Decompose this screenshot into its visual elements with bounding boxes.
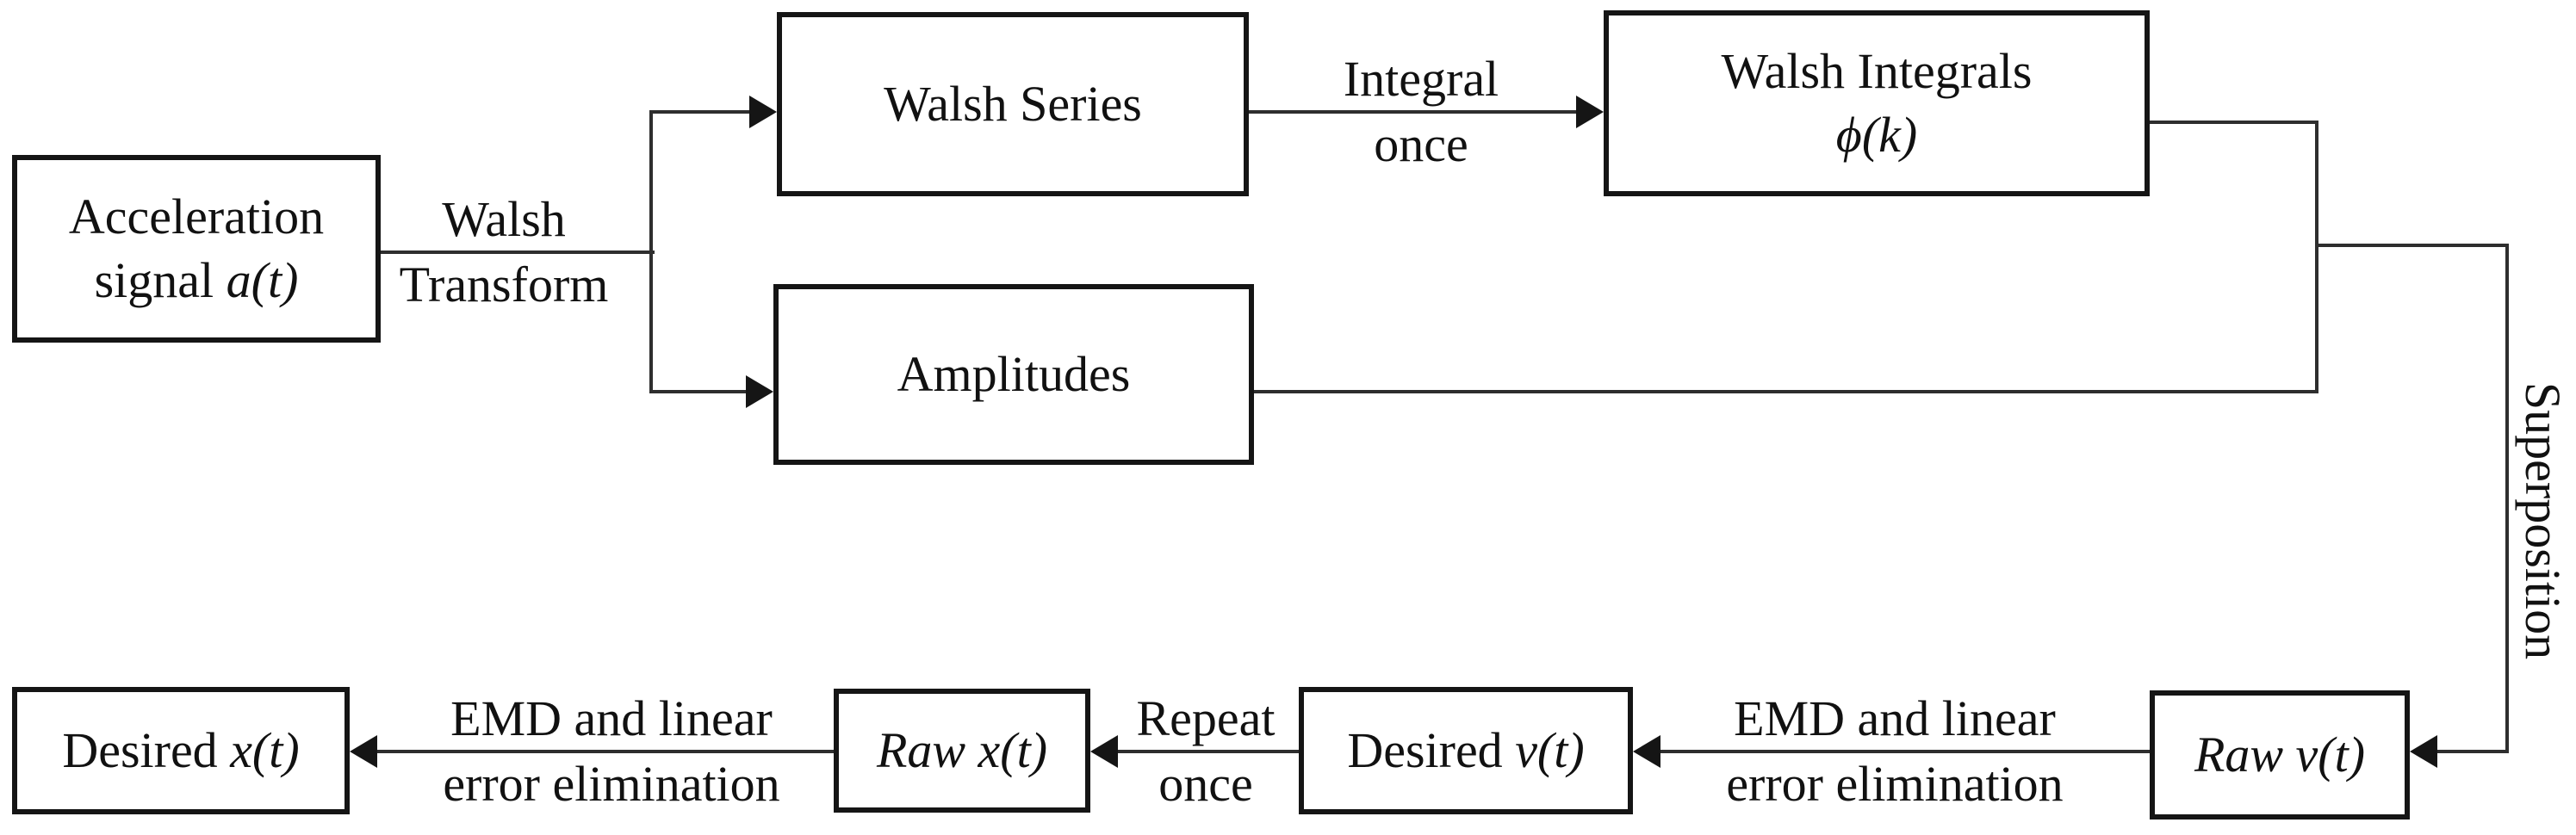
connector-series-to-integrals bbox=[1249, 110, 1580, 114]
node-walsh-integrals: Walsh Integrals ϕ(k) bbox=[1604, 10, 2150, 196]
edge-label-repeat-once: Repeat once bbox=[1051, 686, 1361, 817]
edge-label-emd-left-line1: EMD and linear bbox=[450, 690, 773, 746]
node-desired-v-text: Desired bbox=[1347, 722, 1516, 778]
node-raw-v: Raw v(t) bbox=[2150, 690, 2410, 820]
node-walsh-series: Walsh Series bbox=[777, 12, 1249, 196]
node-desired-v-label: Desired v(t) bbox=[1347, 719, 1584, 782]
connector-branch-to-walsh-series bbox=[651, 110, 753, 114]
connector-into-raw-v bbox=[2437, 750, 2509, 753]
connector-branch-to-amplitudes bbox=[651, 390, 749, 393]
node-raw-v-label: Raw v(t) bbox=[2194, 727, 2366, 782]
arrowhead-into-raw-v-icon bbox=[2410, 735, 2437, 768]
node-amplitudes: Amplitudes bbox=[773, 284, 1254, 465]
node-walsh-integrals-line1: Walsh Integrals bbox=[1721, 43, 2033, 99]
connector-superposition-vertical bbox=[2505, 244, 2509, 753]
edge-label-repeat-once-line2: once bbox=[1158, 756, 1253, 812]
connector-merge-vertical bbox=[2315, 121, 2318, 393]
edge-label-superposition: Superposition bbox=[2515, 381, 2571, 660]
connector-amplitudes-out bbox=[1254, 390, 2317, 393]
arrowhead-into-raw-x-icon bbox=[1090, 735, 1118, 768]
node-acceleration-line2-math: a(t) bbox=[226, 252, 299, 308]
edge-label-walsh-transform-line2: Transform bbox=[399, 257, 609, 312]
edge-label-emd-right: EMD and linear error elimination bbox=[1679, 686, 2110, 817]
node-desired-x-label: Desired x(t) bbox=[62, 719, 299, 782]
arrowhead-into-walsh-series-icon bbox=[749, 96, 777, 128]
node-raw-x: Raw x(t) bbox=[834, 689, 1090, 813]
node-acceleration-line2-text: signal bbox=[94, 252, 227, 308]
edge-label-emd-left-line2: error elimination bbox=[443, 756, 780, 812]
arrowhead-into-amplitudes-icon bbox=[746, 375, 773, 408]
connector-branch-vertical bbox=[649, 110, 653, 393]
node-desired-v-math: v(t) bbox=[1515, 722, 1585, 778]
edge-label-emd-left: EMD and linear error elimination bbox=[396, 686, 827, 817]
arrowhead-into-walsh-integrals-icon bbox=[1576, 96, 1604, 128]
connector-rawv-to-desiredv bbox=[1660, 750, 2150, 753]
node-acceleration-signal: Acceleration signal a(t) bbox=[12, 155, 381, 343]
node-raw-x-label: Raw x(t) bbox=[876, 722, 1048, 778]
node-desired-v: Desired v(t) bbox=[1299, 687, 1633, 814]
node-walsh-series-label: Walsh Series bbox=[884, 76, 1142, 132]
arrowhead-into-desired-v-icon bbox=[1633, 735, 1660, 768]
edge-label-repeat-once-line1: Repeat bbox=[1136, 690, 1276, 746]
node-acceleration-line1: Acceleration bbox=[68, 189, 325, 244]
node-amplitudes-label: Amplitudes bbox=[897, 346, 1131, 402]
node-desired-x-math: x(t) bbox=[230, 722, 300, 778]
edge-label-integral-once: Integral once bbox=[1266, 46, 1576, 177]
connector-integrals-out bbox=[2150, 121, 2318, 124]
connector-rawx-to-desiredx bbox=[377, 750, 834, 753]
connector-desiredv-to-rawx bbox=[1118, 750, 1299, 753]
connector-merge-to-right bbox=[2317, 244, 2509, 247]
edge-label-walsh-transform: Walsh Transform bbox=[349, 187, 659, 318]
edge-label-emd-right-line2: error elimination bbox=[1726, 756, 2064, 812]
edge-label-integral-once-line1: Integral bbox=[1343, 51, 1499, 107]
edge-label-walsh-transform-line1: Walsh bbox=[442, 191, 566, 247]
connector-acceleration-to-branch bbox=[381, 251, 655, 254]
node-acceleration-line2: signal a(t) bbox=[95, 249, 299, 312]
node-desired-x: Desired x(t) bbox=[12, 687, 350, 814]
node-walsh-integrals-line2: ϕ(k) bbox=[1835, 107, 1918, 163]
edge-label-integral-once-line2: once bbox=[1374, 116, 1468, 172]
arrowhead-into-desired-x-icon bbox=[350, 735, 377, 768]
node-desired-x-text: Desired bbox=[62, 722, 231, 778]
edge-label-emd-right-line1: EMD and linear bbox=[1734, 690, 2056, 746]
